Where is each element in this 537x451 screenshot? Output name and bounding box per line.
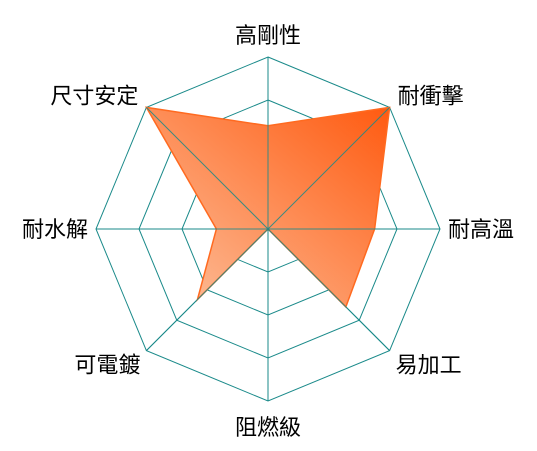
radar-data — [96, 57, 440, 401]
axis-label-0: 高剛性 — [235, 24, 301, 49]
axis-label-6: 耐水解 — [22, 218, 88, 243]
axis-label-3: 易加工 — [396, 354, 462, 379]
axis-label-5: 可電鍍 — [74, 354, 140, 379]
grid-spoke-overlay-3 — [267, 228, 390, 351]
grid-spoke-overlay-1 — [267, 107, 390, 230]
axis-label-2: 耐高溫 — [448, 218, 514, 243]
grid-spoke-overlay-5 — [146, 228, 269, 351]
axis-label-7: 尺寸安定 — [50, 84, 138, 109]
axis-label-4: 阻燃級 — [235, 416, 301, 441]
grid-spoke-overlay-7 — [146, 107, 269, 230]
axis-label-1: 耐衝擊 — [398, 84, 464, 109]
